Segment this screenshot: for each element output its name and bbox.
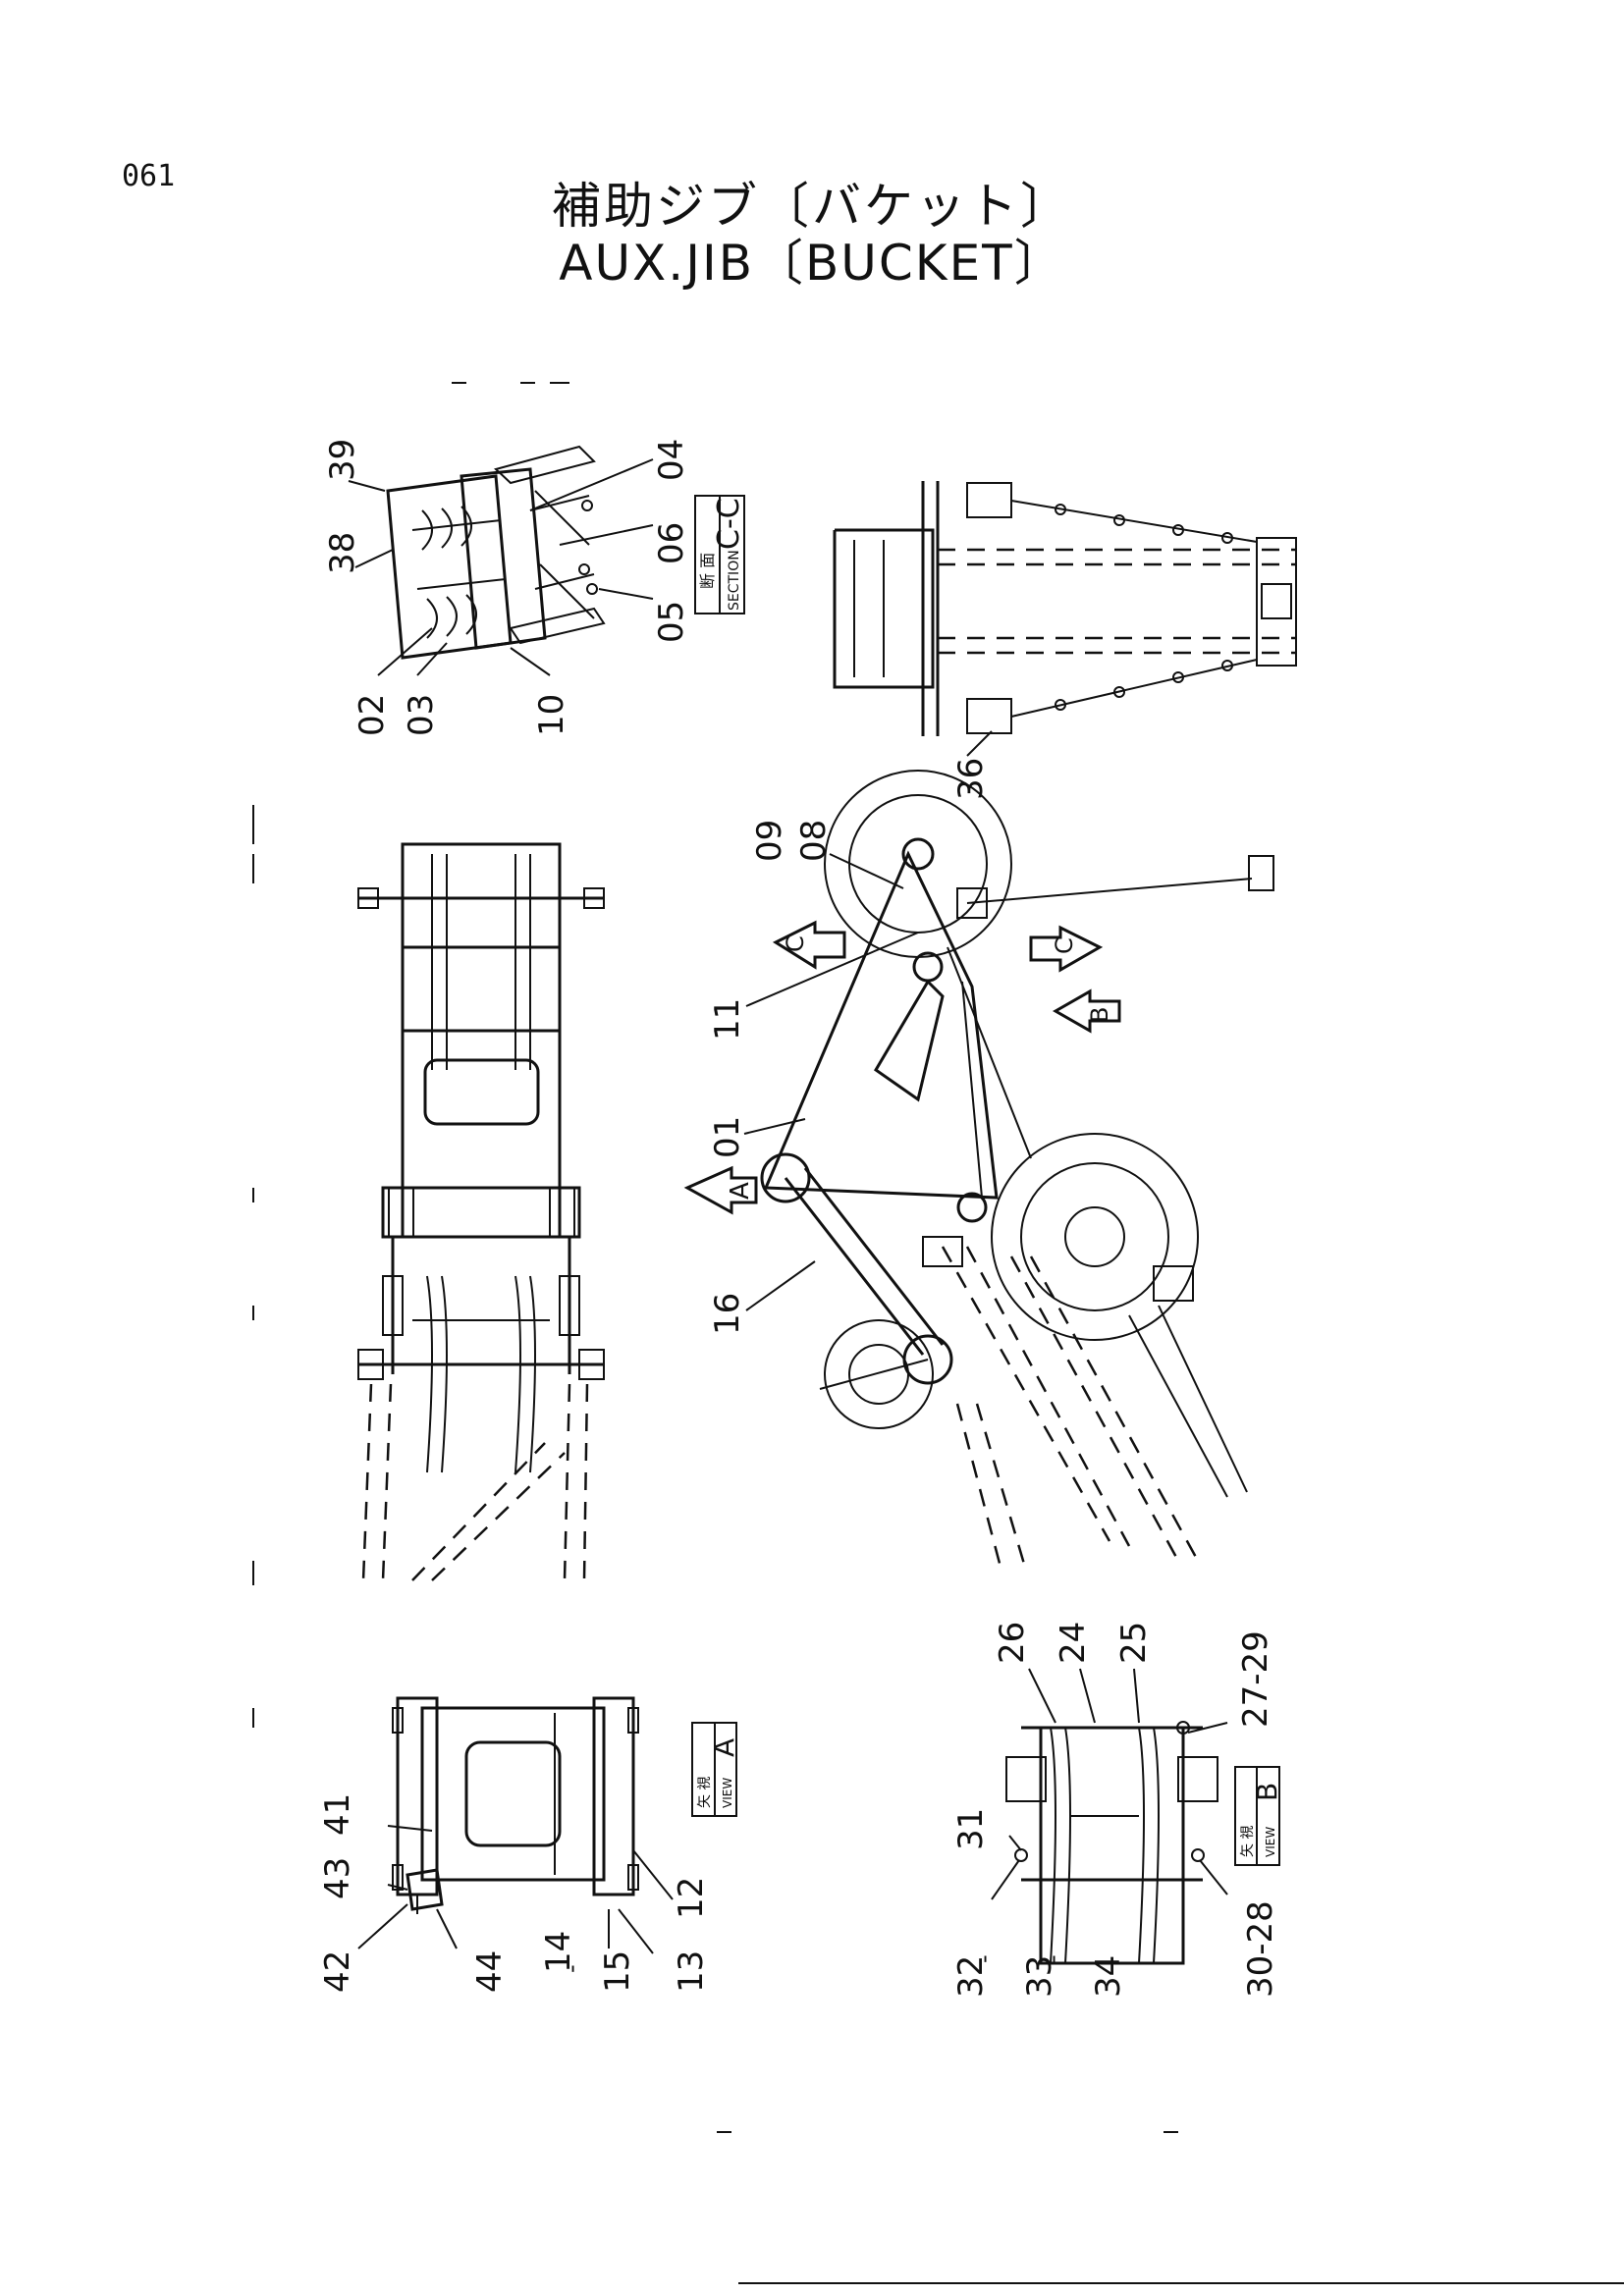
section-cc-ja: 断 面	[698, 553, 717, 589]
scan-marks	[252, 382, 1178, 2133]
page-number: 061	[122, 159, 176, 193]
bottom-rule	[738, 2282, 1624, 2284]
part-number: 08	[794, 820, 834, 862]
part-number: 27-29	[1236, 1630, 1275, 1728]
svg-text:-: -	[558, 1964, 585, 1973]
jib-main-view	[760, 770, 1274, 1572]
view-b-tag: 矢 視 VIEW B	[1234, 1766, 1283, 1866]
svg-text:VIEW: VIEW	[1264, 1827, 1277, 1857]
part-number: 31	[951, 1808, 991, 1850]
svg-text:C: C	[782, 935, 809, 952]
part-number: 09	[750, 820, 789, 862]
part-number: 12	[672, 1877, 711, 1919]
view-a-part-numbers: 41 43 42 44 14 15 13 12	[318, 1793, 711, 1993]
part-number: 44	[470, 1950, 510, 1993]
view-b-part-numbers: 26 24 25 27-29 31 32 33 34 30-28	[951, 1622, 1280, 1998]
part-number: 01	[708, 1116, 747, 1158]
part-number: 38	[323, 532, 362, 574]
view-b-drawing	[1005, 1721, 1218, 1965]
svg-text:-: -	[970, 1954, 998, 1963]
part-number: 02	[352, 694, 392, 736]
title-english: AUX.JIB〔BUCKET〕	[559, 235, 1065, 292]
svg-text:矢 視: 矢 視	[697, 1777, 713, 1808]
top-right-view	[833, 481, 1297, 736]
part-number: 39	[323, 439, 362, 481]
part-number: 03	[402, 694, 441, 736]
svg-text:C: C	[1051, 937, 1078, 954]
jib-side-view	[357, 842, 605, 1581]
svg-text:B: B	[1251, 1783, 1283, 1801]
svg-text:A: A	[726, 1182, 755, 1200]
part-number: 06	[652, 522, 691, 564]
part-number: 42	[318, 1950, 357, 1993]
part-number: 11	[708, 998, 747, 1041]
part-number: 15	[598, 1950, 637, 1993]
part-number: 25	[1114, 1622, 1154, 1664]
part-number: 05	[652, 601, 691, 643]
part-number: 10	[532, 694, 571, 736]
main-part-numbers: 09 08 11 01 16	[708, 820, 834, 1335]
svg-text:A: A	[708, 1738, 740, 1757]
view-arrow-a: A	[683, 1165, 758, 1215]
part-number: 41	[318, 1793, 357, 1836]
part-number: 13	[672, 1950, 711, 1993]
title-japanese: 補助ジブ〔バケット〕	[552, 178, 1072, 235]
part-number: 26	[993, 1622, 1032, 1664]
svg-text:VIEW: VIEW	[721, 1778, 734, 1808]
view-a-drawing	[392, 1696, 639, 1914]
section-cc-tag: 断 面 SECTION C-C	[694, 495, 746, 614]
part-number: 16	[708, 1293, 747, 1335]
svg-text:B: B	[1086, 1007, 1113, 1023]
part-number: 32	[951, 1955, 991, 1998]
section-cc-label: C-C	[712, 498, 746, 550]
part-number: 24	[1054, 1622, 1093, 1664]
section-cc-part-numbers: 39 38 02 03 10 05 06 04	[323, 439, 691, 736]
part-number: 14	[539, 1931, 578, 1973]
svg-text:-: -	[1039, 1954, 1066, 1963]
section-cc-en: SECTION	[727, 550, 742, 611]
view-a-tag: 矢 視 VIEW A	[691, 1722, 740, 1817]
svg-text:矢 視: 矢 視	[1240, 1826, 1256, 1857]
view-arrow-b: B	[1052, 988, 1121, 1034]
section-cc-view	[386, 445, 606, 660]
view-arrow-c-left: C	[772, 920, 846, 970]
part-number: 30-28	[1241, 1900, 1280, 1998]
part-number: 34	[1089, 1955, 1128, 1998]
part-number: 33	[1020, 1955, 1059, 1998]
part-number: 43	[318, 1857, 357, 1899]
view-arrow-c-right: C	[1029, 925, 1104, 973]
part-number: 04	[652, 439, 691, 481]
